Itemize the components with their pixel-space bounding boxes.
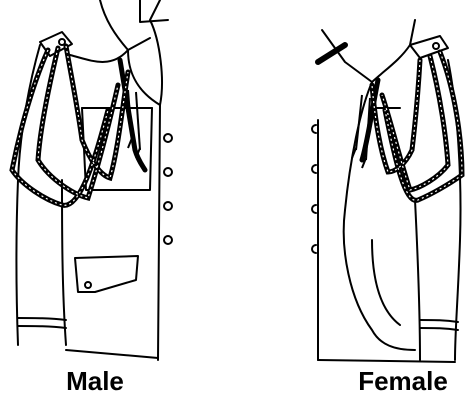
male-aiguillette bbox=[12, 46, 145, 205]
male-button-3 bbox=[164, 202, 172, 210]
female-pocket-inner bbox=[372, 240, 400, 325]
female-left-button-2 bbox=[312, 165, 316, 173]
female-collar-heavy bbox=[318, 45, 345, 62]
female-left-button-4 bbox=[312, 245, 316, 253]
female-label: Female bbox=[343, 366, 463, 396]
male-button-2 bbox=[164, 168, 172, 176]
female-cuff-stripe-2 bbox=[420, 328, 458, 330]
female-hem bbox=[318, 360, 455, 362]
female-left-button-1 bbox=[312, 125, 316, 133]
female-lapel bbox=[372, 20, 415, 82]
female-waist-panel bbox=[344, 210, 415, 350]
male-button-4 bbox=[164, 236, 172, 244]
male-button-1 bbox=[164, 134, 172, 142]
male-hem bbox=[66, 350, 158, 358]
male-lapel bbox=[128, 0, 162, 105]
female-sleeve-inner bbox=[415, 200, 420, 360]
female-left-button-3 bbox=[312, 205, 316, 213]
male-collar bbox=[100, 0, 150, 50]
male-cuff-stripe-2 bbox=[18, 326, 66, 328]
female-cuff-stripe-1 bbox=[420, 320, 458, 322]
male-strap-button bbox=[59, 39, 65, 45]
female-strap-button bbox=[433, 43, 439, 49]
male-lower-pocket-button bbox=[85, 282, 91, 288]
male-cuff-stripe-1 bbox=[18, 318, 66, 320]
male-label: Male bbox=[40, 366, 150, 396]
male-front-edge bbox=[158, 105, 160, 360]
